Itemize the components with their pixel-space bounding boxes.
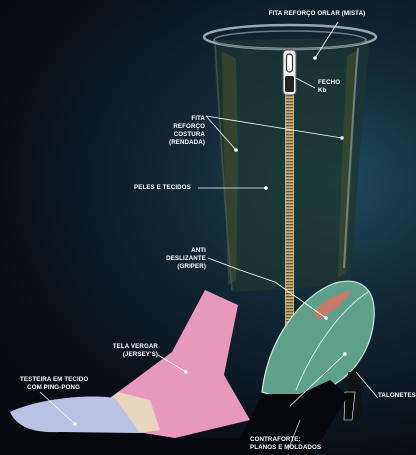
label-fita-reforco-orlar: FITA REFORÇO ORLAR (MISTA) [262,10,372,18]
zipper-slider-body [285,76,294,92]
label-fecho: FECHO Kb [318,79,340,95]
label-fita-costura-line3: COSTURA [150,131,205,139]
label-fita-reforco-costura: FITA REFORÇO COSTURA (RENDADA) [150,115,205,147]
label-fita-costura-line2: REFORÇO [150,123,205,131]
label-tela-line1: TELA VERGAR [100,343,158,351]
zipper-pull-tab [287,54,293,72]
label-testeira: TESTEIRA EM TECIDO COM PING-PONG [20,376,80,392]
label-tela-line2: (JERSEY'S) [100,351,158,359]
label-fita-costura-line4: (RENDADA) [150,139,205,147]
label-testeira-line2: COM PING-PONG [20,384,80,392]
label-testeira-line1: TESTEIRA EM TECIDO [20,376,80,384]
label-contraforte-line2: PLANOS E MOLDADOS [250,444,321,452]
label-anti-deslizante: ANTI DESLIZANTE (GRIPER) [150,247,206,271]
label-fecho-line2: Kb [318,87,340,95]
label-anti-line3: (GRIPER) [150,263,206,271]
label-tela-vergar: TELA VERGAR (JERSEY'S) [100,343,158,359]
label-fita-costura-line1: FITA [150,115,205,123]
label-contraforte-line1: CONTRAFORTE: [250,436,321,444]
shaft-left-band [222,52,238,285]
label-anti-line1: ANTI [150,247,206,255]
label-peles-tecidos: PELES E TECIDOS [134,184,191,192]
label-anti-line2: DESLIZANTE [150,255,206,263]
label-talonetes: TALONETES [378,392,416,400]
label-contraforte: CONTRAFORTE: PLANOS E MOLDADOS [250,436,321,452]
label-fecho-line1: FECHO [318,79,340,87]
